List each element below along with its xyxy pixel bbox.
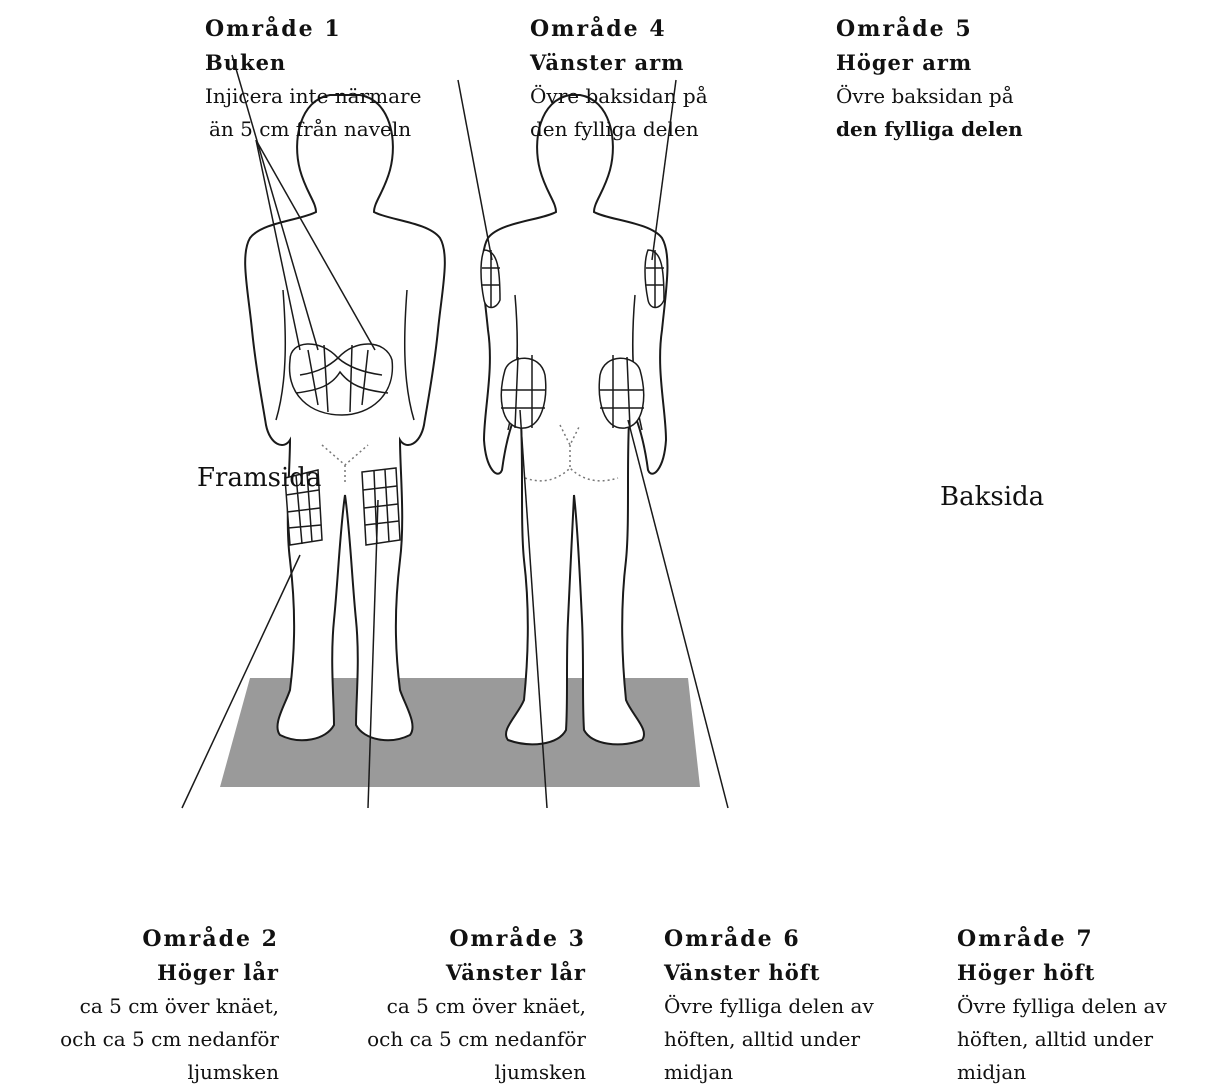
area-desc-line: och ca 5 cm nedanför — [60, 1023, 279, 1056]
area-desc-line: ljumsken — [367, 1056, 586, 1089]
area-desc-line: än 5 cm från naveln — [205, 113, 421, 146]
area-desc-line: midjan — [957, 1056, 1167, 1089]
leader-zone-4 — [458, 80, 492, 260]
front-body-outline — [245, 95, 445, 740]
area-desc-line: Övre fylliga delen av — [957, 990, 1167, 1023]
area-desc-line: Övre baksidan på — [836, 80, 1023, 113]
area-2-label: Område 2 Höger lår ca 5 cm över knäet, o… — [60, 922, 279, 1089]
area-desc-line: midjan — [664, 1056, 874, 1089]
area-subtitle: Höger höft — [957, 956, 1167, 990]
area-1-label: Område 1 Buken Injicera inte närmare än … — [205, 12, 421, 146]
area-title: Område 2 — [60, 922, 279, 956]
area-subtitle: Höger arm — [836, 46, 1023, 80]
area-3-label: Område 3 Vänster lår ca 5 cm över knäet,… — [367, 922, 586, 1089]
area-title: Område 3 — [367, 922, 586, 956]
area-desc-line: Injicera inte närmare — [205, 80, 421, 113]
area-desc-line: och ca 5 cm nedanför — [367, 1023, 586, 1056]
area-desc-line: den fylliga delen — [836, 113, 1023, 146]
area-title: Område 5 — [836, 12, 1023, 46]
area-title: Område 6 — [664, 922, 874, 956]
area-desc-line: Övre baksidan på — [530, 80, 708, 113]
area-6-label: Område 6 Vänster höft Övre fylliga delen… — [664, 922, 874, 1089]
zone-6-left-hip — [501, 355, 546, 428]
area-4-label: Område 4 Vänster arm Övre baksidan på de… — [530, 12, 708, 146]
area-subtitle: Vänster arm — [530, 46, 708, 80]
area-7-label: Område 7 Höger höft Övre fylliga delen a… — [957, 922, 1167, 1089]
area-title: Område 4 — [530, 12, 708, 46]
area-subtitle: Höger lår — [60, 956, 279, 990]
area-subtitle: Buken — [205, 46, 421, 80]
area-desc-line: ca 5 cm över knäet, — [367, 990, 586, 1023]
area-desc-line: höften, alltid under — [957, 1023, 1167, 1056]
area-desc-line: ca 5 cm över knäet, — [60, 990, 279, 1023]
area-5-label: Område 5 Höger arm Övre baksidan på den … — [836, 12, 1023, 146]
zone-3-left-thigh — [362, 468, 400, 545]
area-title: Område 7 — [957, 922, 1167, 956]
area-subtitle: Vänster lår — [367, 956, 586, 990]
back-side-label: Baksida — [940, 482, 1044, 512]
front-side-label: Framsida — [197, 463, 321, 493]
zone-7-right-hip — [599, 355, 644, 428]
area-title: Område 1 — [205, 12, 421, 46]
area-desc-line: Övre fylliga delen av — [664, 990, 874, 1023]
area-desc-line: den fylliga delen — [530, 113, 708, 146]
area-desc-line: ljumsken — [60, 1056, 279, 1089]
area-desc-line: höften, alltid under — [664, 1023, 874, 1056]
area-subtitle: Vänster höft — [664, 956, 874, 990]
